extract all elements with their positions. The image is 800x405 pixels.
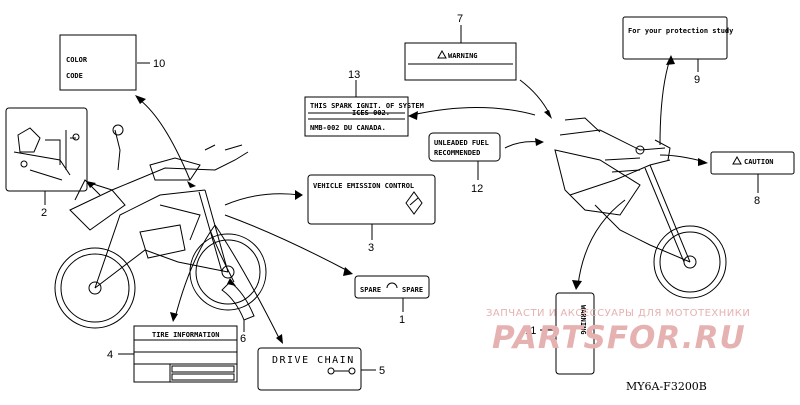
label-1-spare <box>354 275 430 299</box>
label-7-text: WARNING <box>448 52 478 60</box>
callout-11: 11 <box>525 325 536 337</box>
label-12-line2: RECOMMENDED <box>434 149 480 157</box>
callout-7: 7 <box>457 13 463 25</box>
arrow-heads <box>86 55 708 344</box>
callout-6: 6 <box>240 333 246 345</box>
label-4-text: TIRE INFORMATION <box>152 331 219 339</box>
left-motorcycle-drawing <box>54 124 267 329</box>
label-8-caution <box>710 151 795 175</box>
watermark-logo: PARTSFOR.RU <box>492 320 746 356</box>
callout-10: 10 <box>153 58 165 70</box>
label-10-color-code <box>59 34 137 91</box>
callout-9: 9 <box>694 74 700 86</box>
callout-5: 5 <box>379 365 385 377</box>
callout-12: 12 <box>471 183 483 195</box>
label-4-tire-information <box>133 325 238 383</box>
label-9-text: For your protection study <box>628 27 734 35</box>
diagram-code: MY6A-F3200B <box>626 380 707 393</box>
label-10-color-text: COLOR <box>66 56 88 64</box>
label-1-left-text: SPARE <box>360 286 381 294</box>
label-8-text: CAUTION <box>744 158 774 166</box>
label-10-code-text: CODE <box>66 72 83 80</box>
label-12-line1: UNLEADED FUEL <box>434 139 489 147</box>
callout-8: 8 <box>754 195 760 207</box>
label-9-protection <box>622 16 728 60</box>
callout-2: 2 <box>41 207 47 219</box>
callout-4: 4 <box>107 349 113 361</box>
right-motorcycle-drawing <box>554 117 727 299</box>
label-12-unleaded-fuel <box>428 132 501 162</box>
label-6-strip <box>221 281 255 321</box>
pointer-arrows <box>89 58 706 341</box>
callout-3: 3 <box>368 242 374 254</box>
label-11-vertical <box>555 292 595 375</box>
watermark-tagline: ЗАПЧАСТИ И АКСЕССУАРЫ ДЛЯ МОТОТЕХНИКИ <box>486 308 751 319</box>
part-2-inset <box>5 107 88 192</box>
callout-leaders <box>44 25 759 371</box>
label-5-drive-chain <box>257 347 362 391</box>
label-7-warning <box>404 42 517 81</box>
label-13-line3: NMB-002 DU CANADA. <box>310 124 386 132</box>
label-5-text: DRIVE CHAIN <box>272 355 355 366</box>
label-1-right-text: SPARE <box>402 286 423 294</box>
label-13-line1: THIS SPARK IGNIT. OF SYSTEM <box>310 102 424 110</box>
callout-13: 13 <box>348 69 360 81</box>
callout-1: 1 <box>399 314 405 326</box>
label-3-text: VEHICLE EMISSION CONTROL <box>313 182 414 190</box>
label-11-text: WARNING <box>579 305 587 335</box>
label-13-line2: ICES-002. <box>352 109 390 117</box>
